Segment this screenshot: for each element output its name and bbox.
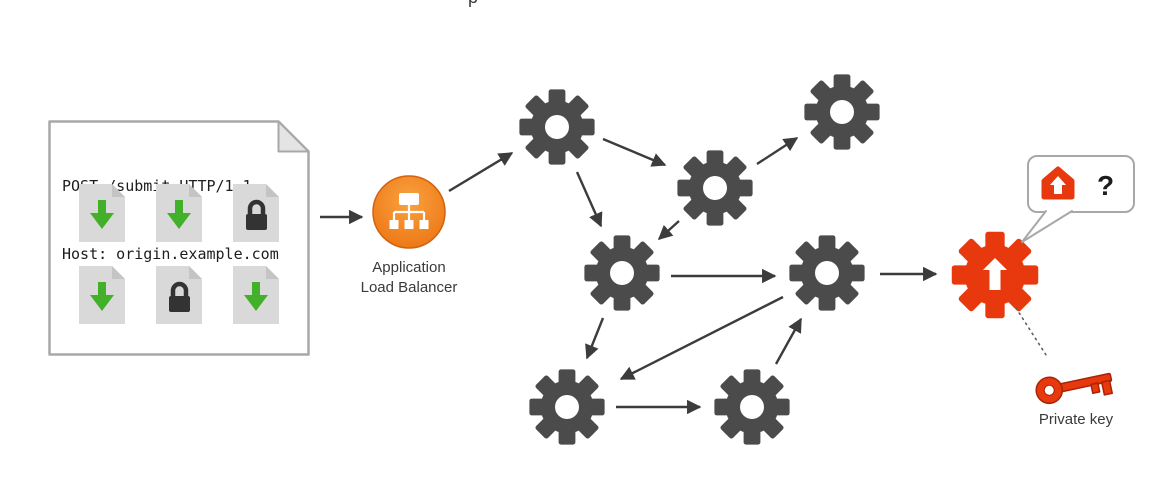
arrow-service-2-to-service-3	[756, 136, 799, 166]
service-gear-7-icon	[714, 369, 790, 445]
arrow-service-7-to-service-5	[774, 317, 803, 365]
cropped-heading-text: p	[468, 0, 478, 8]
application-load-balancer-icon	[372, 175, 446, 249]
origin-upload-icon	[1041, 166, 1075, 200]
load-balancer-label: Application Load Balancer	[339, 258, 479, 297]
key-icon	[1035, 372, 1113, 405]
arrow-service-1-to-service-2	[602, 137, 667, 167]
speech-bubble-tail	[1021, 210, 1073, 243]
file-lock-icon	[232, 184, 279, 242]
load-balancer-label-line2: Load Balancer	[360, 278, 458, 296]
arrow-service-4-to-service-6	[585, 317, 605, 360]
file-download-icon	[79, 266, 126, 324]
arrow-alb-to-service-1	[448, 151, 514, 193]
http-request-note: POST /submit HTTP/1.1 Host: origin.examp…	[48, 120, 310, 356]
service-gear-4-icon	[584, 235, 660, 311]
flow-arrows	[320, 136, 938, 415]
file-download-icon	[232, 266, 279, 324]
service-gear-3-icon	[804, 74, 880, 150]
service-gear-5-icon	[789, 235, 865, 311]
service-gear-1-icon	[519, 89, 595, 165]
file-icon-grid	[64, 184, 294, 324]
arrow-service-5-to-service-6	[619, 295, 784, 381]
question-mark-text: ?	[1097, 170, 1114, 201]
file-download-icon	[79, 184, 126, 242]
host-line: Host: origin.example.com	[62, 244, 279, 263]
red-gear-upload-icon	[951, 231, 1039, 319]
private-key-label: Private key	[1038, 411, 1114, 428]
question-bubble: ?	[1021, 155, 1135, 243]
load-balancer-label-line1: Application	[372, 259, 446, 276]
service-gear-6-icon	[529, 369, 605, 445]
file-download-icon	[155, 184, 202, 242]
service-gear-2-icon	[677, 150, 753, 226]
key-association-line	[1015, 307, 1049, 359]
file-lock-icon	[155, 266, 202, 324]
arrow-service-2-to-service-4	[657, 220, 680, 240]
arrow-service-1-to-service-4	[575, 171, 603, 228]
